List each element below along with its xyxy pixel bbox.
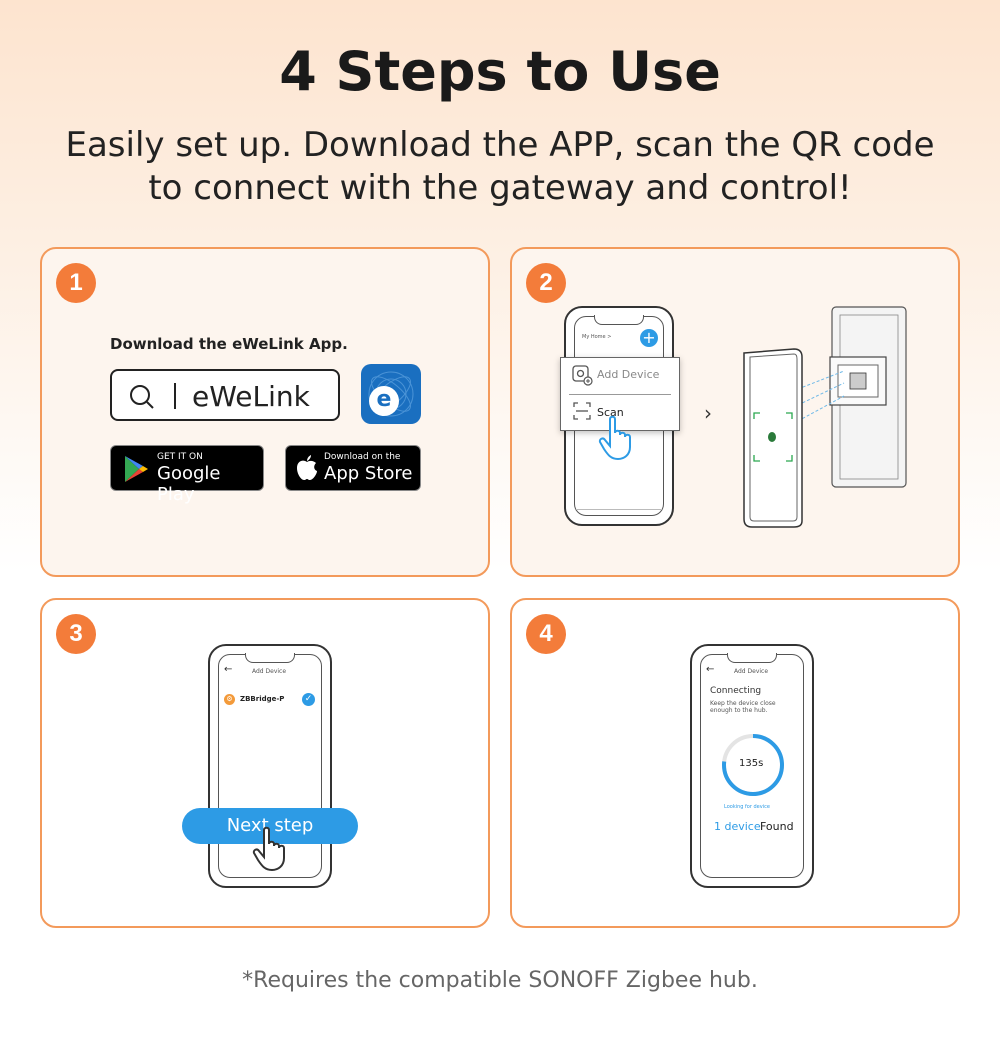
phone-illustration: ← Add Device Connecting Keep the device … xyxy=(690,644,814,888)
search-icon xyxy=(128,383,156,415)
page-title: 4 Steps to Use xyxy=(279,40,721,103)
search-text: eWeLink xyxy=(192,380,310,413)
scan-icon xyxy=(573,402,591,420)
step-3-badge: 3 xyxy=(56,614,96,654)
countdown-timer: 135s xyxy=(739,758,764,769)
next-step-button[interactable]: Next step xyxy=(182,808,358,844)
back-arrow-icon: ← xyxy=(224,664,233,675)
app-store-big-text: App Store xyxy=(324,463,413,484)
step-2-card: 2 My Home > + Add Device Scan › xyxy=(510,247,960,577)
download-label: Download the eWeLink App. xyxy=(110,335,348,353)
found-label: Found xyxy=(760,820,794,833)
home-label: My Home > xyxy=(582,334,612,340)
hand-pointer-icon xyxy=(598,415,631,461)
add-device-icon xyxy=(572,365,593,386)
arrow-right-icon: › xyxy=(704,401,712,425)
found-count: 1 device xyxy=(714,820,761,833)
step-3-card: 3 ← Add Device ⚙ ZBBridge-P ✓ Next step xyxy=(40,598,490,928)
add-device-text: Add Device xyxy=(597,368,660,381)
google-play-button[interactable]: GET IT ON Google Play xyxy=(110,445,264,505)
check-icon: ✓ xyxy=(302,693,315,706)
google-play-small-text: GET IT ON xyxy=(157,452,203,462)
step-1-badge: 1 xyxy=(56,263,96,303)
looking-for-device: Looking for device xyxy=(724,804,770,810)
step-2-badge: 2 xyxy=(526,263,566,303)
add-device-popup: Add Device Scan xyxy=(560,357,680,431)
ewelink-letter: e xyxy=(369,386,399,416)
device-name: ZBBridge-P xyxy=(240,695,285,703)
hand-pointer-icon xyxy=(252,826,285,872)
screen-header: Add Device xyxy=(734,668,769,675)
step-4-badge: 4 xyxy=(526,614,566,654)
scan-text: Scan xyxy=(597,406,624,419)
countdown-ring xyxy=(722,734,784,796)
step-4-card: 4 ← Add Device Connecting Keep the devic… xyxy=(510,598,960,928)
connecting-hint: Keep the device close enough to the hub. xyxy=(710,700,776,714)
page-subtitle: Easily set up. Download the APP, scan th… xyxy=(65,125,935,208)
app-search-box: eWeLink xyxy=(110,369,340,421)
step-1-card: 1 Download the eWeLink App. eWeLink e GE… xyxy=(40,247,490,577)
add-icon: + xyxy=(640,329,658,347)
app-store-button[interactable]: Download on the App Store xyxy=(285,445,421,491)
google-play-big-text: Google Play xyxy=(157,463,221,505)
footnote: *Requires the compatible SONOFF Zigbee h… xyxy=(242,968,758,993)
screen-header: Add Device xyxy=(252,668,287,675)
app-store-small-text: Download on the xyxy=(324,452,401,462)
connecting-title: Connecting xyxy=(710,686,762,696)
phone-scanning-hub-illustration xyxy=(743,306,907,528)
apple-icon xyxy=(297,455,317,480)
google-play-icon xyxy=(125,456,148,482)
ewelink-app-icon: e xyxy=(361,364,421,424)
back-arrow-icon: ← xyxy=(706,664,715,675)
search-divider xyxy=(174,383,176,409)
device-icon: ⚙ xyxy=(224,694,235,705)
